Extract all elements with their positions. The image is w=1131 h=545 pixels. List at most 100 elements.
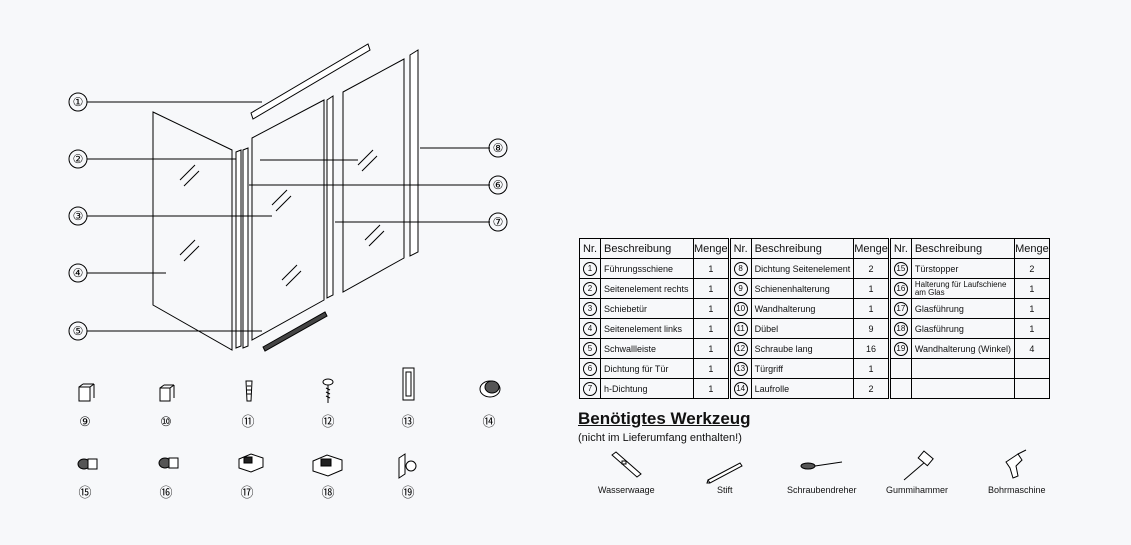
part-description: Schwallleiste xyxy=(600,338,694,359)
sliding-door-panel-2 xyxy=(342,58,405,293)
part-quantity: 4 xyxy=(1014,338,1050,359)
part-label-17: ⑰ xyxy=(240,486,253,501)
part-label-10: ⑩ xyxy=(160,415,172,430)
part-quantity: 1 xyxy=(853,278,890,299)
part-number: 13 xyxy=(727,358,752,379)
part-number-badge: 1 xyxy=(583,261,597,276)
part-number-badge: 13 xyxy=(733,361,748,376)
tool-label-spirit-level: Wasserwaage xyxy=(598,485,655,495)
part-quantity: 1 xyxy=(693,338,730,359)
parts-list-table: Nr. Beschreibung Menge Nr. Beschreibung … xyxy=(579,238,1050,399)
part-label-19: ⑲ xyxy=(401,486,414,501)
part-number-badge: 15 xyxy=(893,261,908,276)
callout-8: ⑧ xyxy=(493,141,504,155)
part-number: 9 xyxy=(727,278,752,299)
part-number-badge: 9 xyxy=(733,281,748,296)
part-number: 5 xyxy=(579,338,601,359)
wall-angle-bracket-icon xyxy=(398,453,417,479)
screwdriver-icon xyxy=(800,461,843,470)
part-label-15: ⑮ xyxy=(78,486,91,501)
callout-4: ④ xyxy=(73,266,84,280)
part-number-badge: 12 xyxy=(733,341,748,356)
header-nr: Nr. xyxy=(887,238,912,259)
part-number-badge: 8 xyxy=(733,261,748,276)
part-quantity: 16 xyxy=(853,338,890,359)
callout-3: ③ xyxy=(73,209,84,223)
part-number-badge: 10 xyxy=(733,301,748,316)
part-number: 15 xyxy=(887,258,912,279)
part-number: 1 xyxy=(579,258,601,279)
part-description xyxy=(910,378,1016,399)
part-number: 16 xyxy=(887,278,912,299)
part-number: 14 xyxy=(727,378,752,399)
pencil-icon xyxy=(706,462,743,484)
rail-bracket-icon xyxy=(78,383,95,402)
spirit-level-icon xyxy=(611,451,642,478)
part-quantity: 2 xyxy=(853,258,890,279)
part-number-badge: 4 xyxy=(583,321,597,336)
tool-label-screwdriver: Schraubendreher xyxy=(787,485,857,495)
part-number: 7 xyxy=(579,378,601,399)
tools-note: (nicht im Lieferumfang enthalten!) xyxy=(578,432,742,444)
left-side-panel xyxy=(152,111,233,351)
part-quantity: 1 xyxy=(693,278,730,299)
part-number-badge: 2 xyxy=(583,281,597,296)
wall-bracket-icon xyxy=(159,384,175,402)
part-quantity: 1 xyxy=(693,378,730,399)
rail-holder-icon xyxy=(158,457,179,469)
door-seal-part xyxy=(235,149,242,349)
part-number-badge: 14 xyxy=(733,381,748,396)
part-description: Führungsschiene xyxy=(600,258,694,279)
tools-title: Benötigtes Werkzeug xyxy=(578,409,751,428)
part-number: 11 xyxy=(727,318,752,339)
part-number: 19 xyxy=(887,338,912,359)
roller-icon xyxy=(479,380,501,398)
part-description: Glasführung xyxy=(910,298,1016,319)
callout-5: ⑤ xyxy=(73,324,84,338)
part-description: Türstopper xyxy=(910,258,1016,279)
part-number-badge: 7 xyxy=(583,381,597,396)
part-quantity: 1 xyxy=(693,298,730,319)
header-quantity: Menge xyxy=(693,238,730,259)
rubber-mallet-icon xyxy=(903,450,934,481)
part-label-11: ⑪ xyxy=(241,415,254,430)
sliding-door-panel xyxy=(251,99,325,341)
part-description: Dübel xyxy=(750,318,855,339)
side-panel-seal-part xyxy=(409,49,419,257)
right-side-panel xyxy=(242,147,249,349)
table-header-row: Nr. Beschreibung Menge Nr. Beschreibung … xyxy=(579,238,1050,259)
part-label-18: ⑱ xyxy=(321,486,334,501)
part-quantity: 1 xyxy=(853,358,890,379)
part-label-13: ⑬ xyxy=(401,415,414,430)
callout-2: ② xyxy=(73,152,84,166)
part-description: Wandhalterung (Winkel) xyxy=(910,338,1016,359)
part-number-badge: 16 xyxy=(893,281,908,296)
part-description: Wandhalterung xyxy=(750,298,855,319)
part-quantity: 1 xyxy=(1014,298,1050,319)
part-quantity: 9 xyxy=(853,318,890,339)
splash-strip-part xyxy=(262,311,328,352)
part-quantity: 1 xyxy=(1014,318,1050,339)
part-description: Seitenelement rechts xyxy=(600,278,694,299)
dowel-icon xyxy=(245,380,253,402)
part-label-14: ⑭ xyxy=(482,415,495,430)
part-quantity: 1 xyxy=(693,358,730,379)
tool-label-drill: Bohrmaschine xyxy=(988,485,1046,495)
part-number: 12 xyxy=(727,338,752,359)
part-number: 8 xyxy=(727,258,752,279)
part-description: Schiebetür xyxy=(600,298,694,319)
part-number-badge: 6 xyxy=(583,361,597,376)
guide-rail-part xyxy=(250,43,371,120)
part-quantity: 1 xyxy=(1014,278,1050,299)
door-handle-icon xyxy=(402,367,415,401)
part-description: Laufrolle xyxy=(750,378,855,399)
door-stopper-icon xyxy=(77,458,98,470)
drill-icon xyxy=(1005,449,1027,479)
part-number-badge: 17 xyxy=(893,301,908,316)
part-description: Türgriff xyxy=(750,358,855,379)
